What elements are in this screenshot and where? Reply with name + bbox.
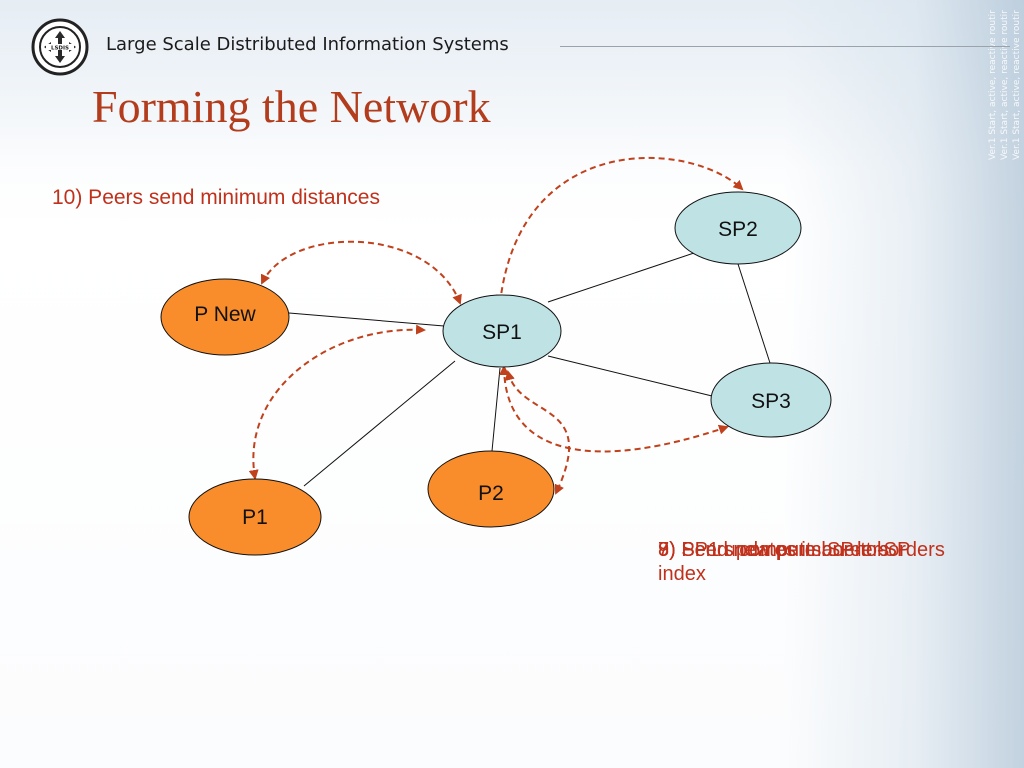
lsdis-logo-icon: LSDIS (31, 18, 89, 76)
connections (288, 252, 771, 487)
arrow-sp1-sp3 (499, 365, 729, 453)
node-label: P2 (478, 482, 504, 505)
link-sp1-sp2 (547, 252, 695, 303)
arrow-sp1-p2 (505, 370, 570, 495)
link-sp1-sp3 (547, 355, 713, 397)
arrow-pnew-sp1 (260, 240, 462, 305)
link-sp1-p2 (491, 367, 501, 452)
step-label-8: 8) Send new permanent borders (658, 539, 945, 561)
logo-text: LSDIS (51, 46, 69, 52)
link-sp1-p1 (303, 360, 456, 487)
link-pnew-sp1 (288, 312, 445, 327)
node-sp1: SP1 (442, 294, 562, 368)
node-p1: P1 (188, 478, 322, 556)
node-label: P1 (242, 506, 268, 529)
step-label-9: 9) Peers compute borders (658, 539, 890, 561)
node-p2: P2 (427, 450, 555, 528)
header-title: Large Scale Distributed Information Syst… (106, 34, 509, 55)
arrow-sp1-sp2 (495, 156, 744, 305)
step-label-7: 7) SP1 updates its SP-to-SP index (658, 539, 910, 585)
node-label: P New (194, 303, 256, 326)
node-label: SP3 (751, 390, 791, 413)
step-label: 10) Peers send minimum distances (52, 186, 380, 209)
node-sp3: SP3 (710, 362, 832, 438)
link-sp2-sp3 (737, 263, 771, 364)
node-label: SP2 (718, 218, 758, 241)
slide-title: Forming the Network (92, 81, 491, 132)
node-pnew: P New (160, 278, 290, 356)
arrow-pnew-p1 (248, 324, 426, 480)
message-arrows (248, 156, 744, 495)
node-label: SP1 (482, 321, 522, 344)
node-sp2: SP2 (674, 191, 802, 265)
header-divider (560, 46, 1010, 47)
